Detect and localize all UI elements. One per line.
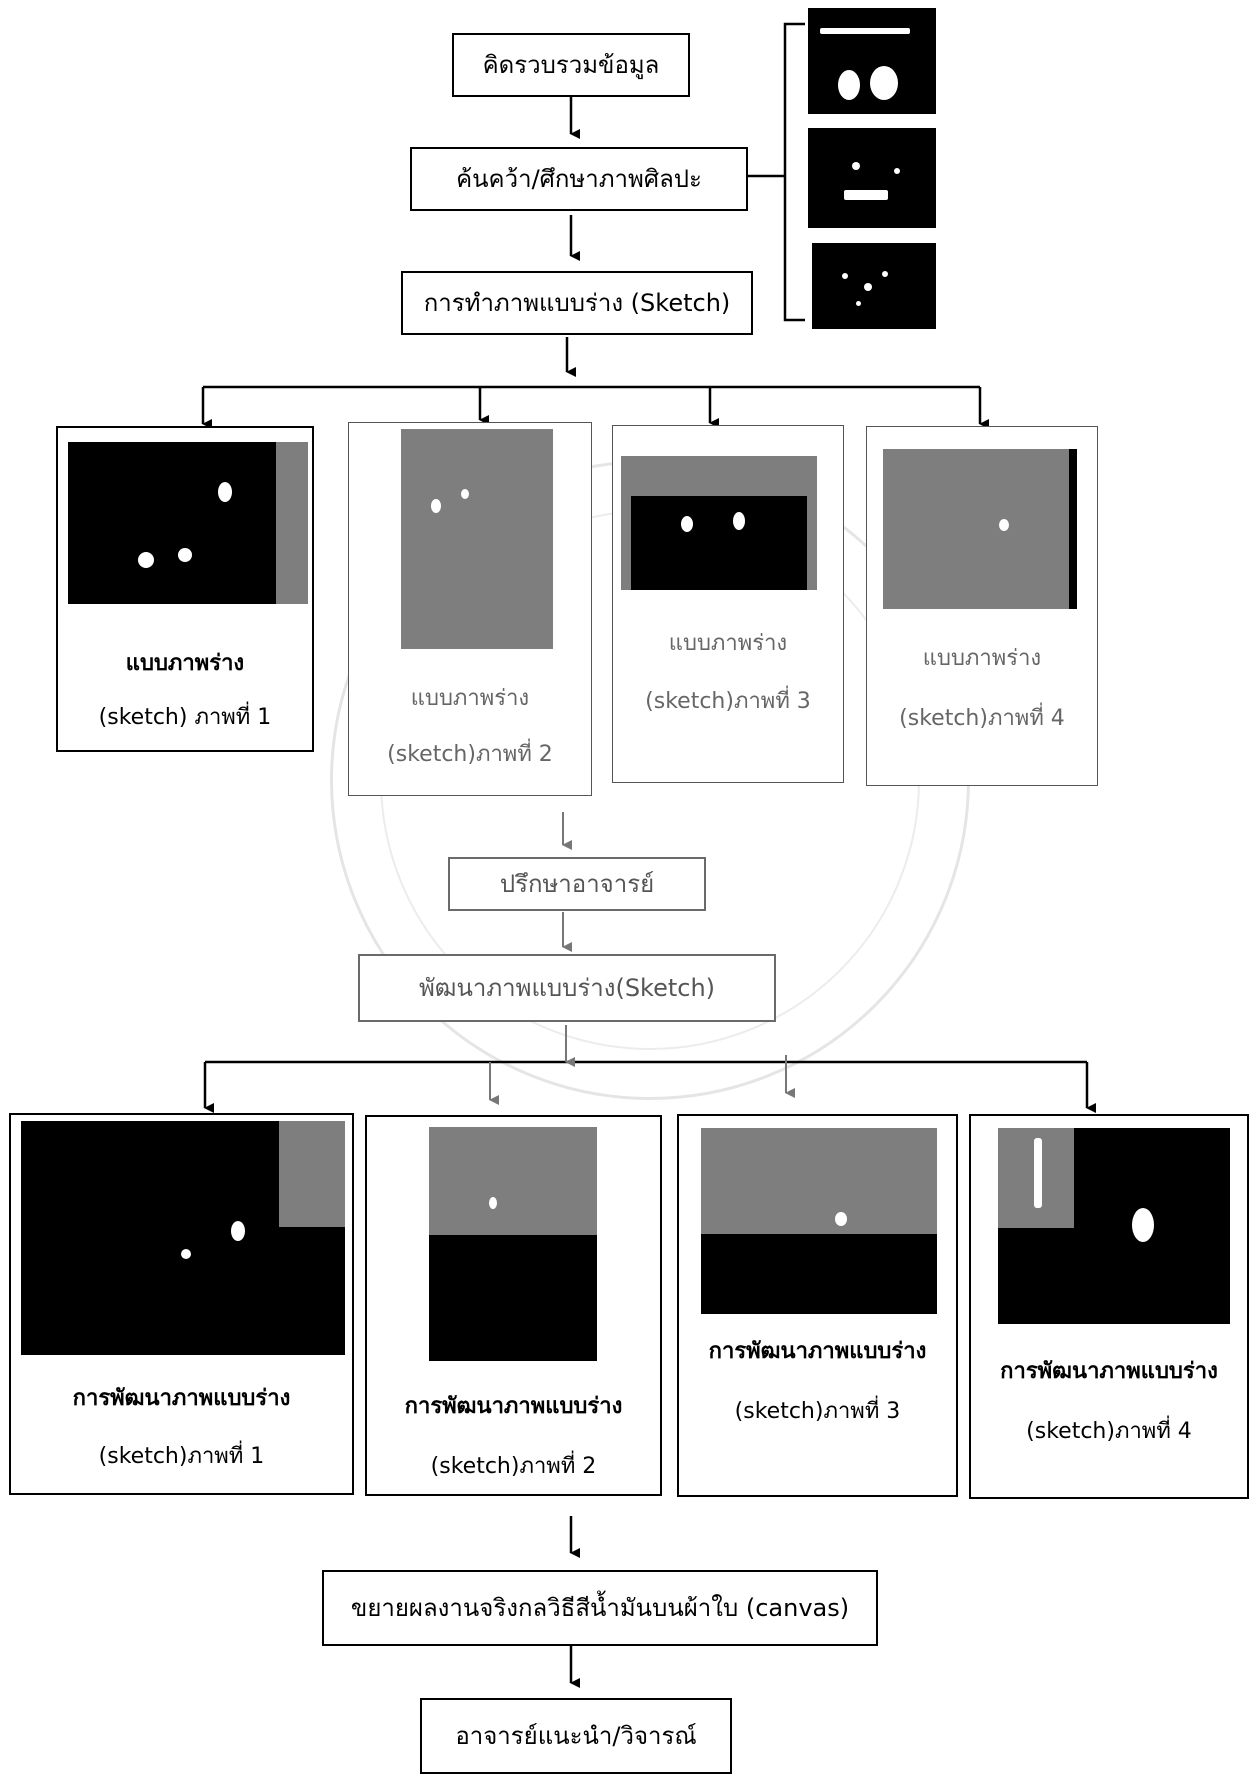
step-advisor-critique: อาจารย์แนะนำ/วิจารณ์ [420, 1698, 732, 1774]
sketch-caption-3-line1: แบบภาพร่าง [668, 631, 788, 656]
developed-card-3: การพัฒนาภาพแบบร่าง (sketch)ภาพที่ 3 [677, 1114, 958, 1497]
sketch-caption-1-line1: แบบภาพร่าง [125, 651, 245, 676]
developed-caption-1-line2: (sketch)ภาพที่ 1 [98, 1444, 265, 1469]
step-sketch-label: การทำภาพแบบร่าง (Sketch) [423, 288, 731, 317]
step-enlarge-label: ขยายผลงานจริงกลวิธีสีน้ำมันบนผ้าใบ (canv… [350, 1593, 850, 1622]
developed-image-1 [21, 1121, 345, 1355]
developed-caption-3-line2: (sketch)ภาพที่ 3 [734, 1399, 901, 1424]
developed-caption-2-line2: (sketch)ภาพที่ 2 [430, 1454, 597, 1479]
step-develop-sketch: พัฒนาภาพแบบร่าง(Sketch) [358, 954, 776, 1022]
step-consult-advisor: ปรึกษาอาจารย์ [448, 857, 706, 911]
sketch-card-2: แบบภาพร่าง (sketch)ภาพที่ 2 [348, 422, 592, 796]
developed-card-1: การพัฒนาภาพแบบร่าง (sketch)ภาพที่ 1 [9, 1113, 354, 1495]
developed-caption-3-line1: การพัฒนาภาพแบบร่าง [708, 1339, 927, 1364]
developed-image-4 [998, 1128, 1230, 1324]
developed-caption-2-line1: การพัฒนาภาพแบบร่าง [404, 1394, 623, 1419]
step-sketch: การทำภาพแบบร่าง (Sketch) [401, 271, 753, 335]
sketch-image-4 [883, 449, 1077, 609]
step-collect-label: คิดรวบรวมข้อมูล [482, 50, 660, 79]
sketch-caption-3-line2: (sketch)ภาพที่ 3 [645, 689, 811, 714]
developed-caption-4-line1: การพัฒนาภาพแบบร่าง [1000, 1359, 1218, 1384]
reference-image-1 [808, 8, 936, 114]
developed-card-4: การพัฒนาภาพแบบร่าง (sketch)ภาพที่ 4 [969, 1114, 1249, 1499]
reference-image-2 [808, 128, 936, 228]
sketch-caption-1-line2: (sketch) ภาพที่ 1 [98, 705, 272, 730]
step-research-label: ค้นคว้า/ศึกษาภาพศิลปะ [456, 164, 702, 193]
sketch-card-4: แบบภาพร่าง (sketch)ภาพที่ 4 [866, 426, 1098, 786]
developed-caption-4-line2: (sketch)ภาพที่ 4 [1026, 1419, 1192, 1444]
sketch-caption-2-line2: (sketch)ภาพที่ 2 [387, 742, 553, 767]
sketch-image-2 [401, 429, 553, 649]
developed-caption-1-line1: การพัฒนาภาพแบบร่าง [72, 1386, 291, 1411]
step-consult-label: ปรึกษาอาจารย์ [499, 869, 655, 898]
sketch-image-1 [68, 442, 308, 604]
step-collect-data: คิดรวบรวมข้อมูล [452, 33, 690, 97]
developed-image-2 [429, 1127, 597, 1361]
developed-image-3 [701, 1128, 937, 1314]
reference-bracket [783, 22, 805, 322]
sketch-card-1: แบบภาพร่าง (sketch) ภาพที่ 1 [56, 426, 314, 752]
step-critique-label: อาจารย์แนะนำ/วิจารณ์ [455, 1721, 697, 1750]
sketch-caption-4-line2: (sketch)ภาพที่ 4 [899, 706, 1065, 731]
step-develop-label: พัฒนาภาพแบบร่าง(Sketch) [418, 973, 716, 1002]
sketch-image-3 [621, 456, 817, 590]
reference-image-3 [812, 243, 936, 329]
developed-card-2: การพัฒนาภาพแบบร่าง (sketch)ภาพที่ 2 [365, 1115, 662, 1496]
step-enlarge-canvas: ขยายผลงานจริงกลวิธีสีน้ำมันบนผ้าใบ (canv… [322, 1570, 878, 1646]
sketch-caption-2-line1: แบบภาพร่าง [410, 686, 530, 711]
step-research-art: ค้นคว้า/ศึกษาภาพศิลปะ [410, 147, 748, 211]
sketch-caption-4-line1: แบบภาพร่าง [922, 646, 1042, 671]
sketch-card-3: แบบภาพร่าง (sketch)ภาพที่ 3 [612, 425, 844, 783]
